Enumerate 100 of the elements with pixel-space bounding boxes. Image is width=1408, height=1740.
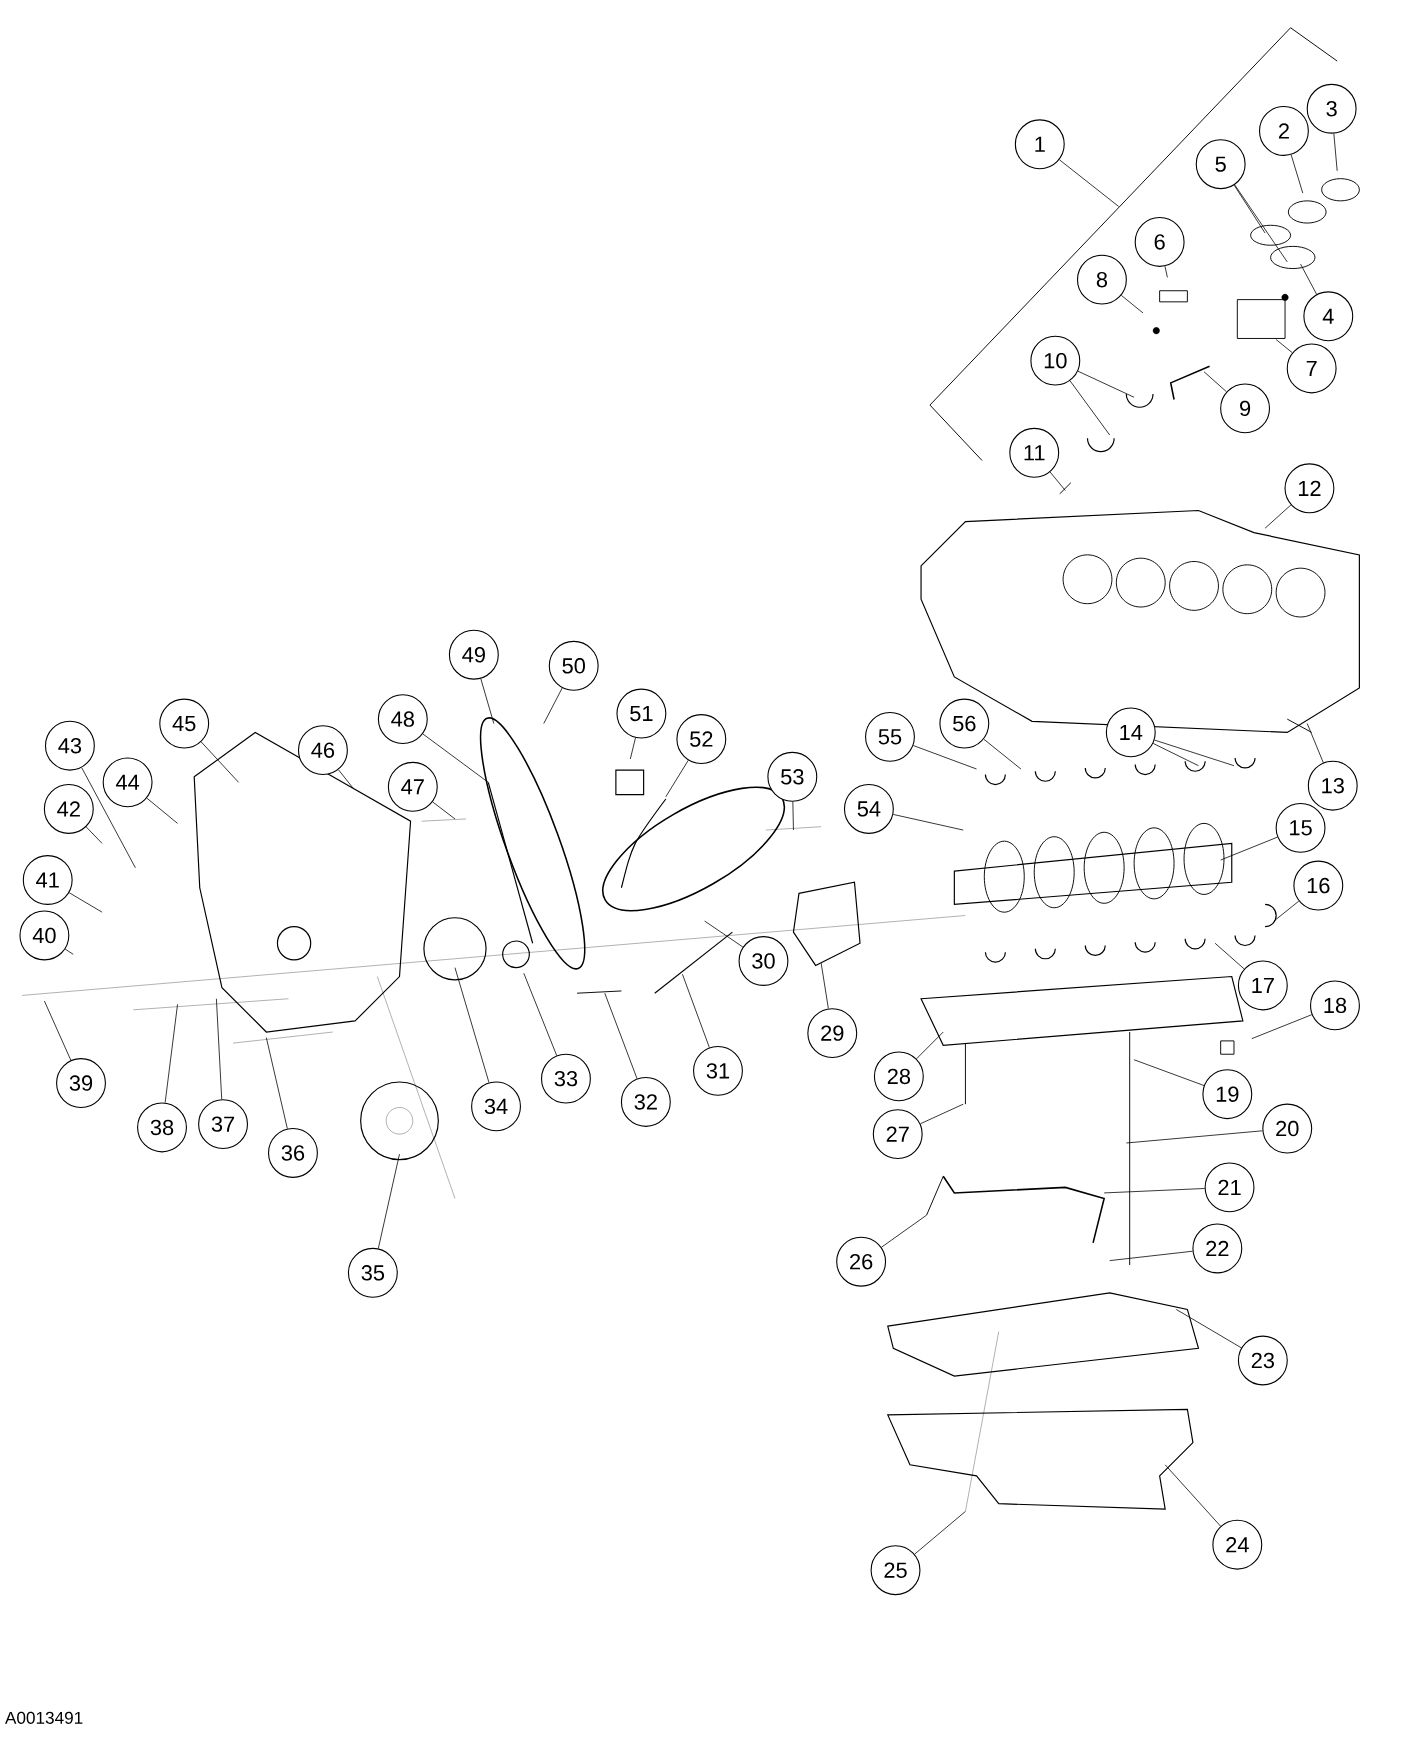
leader-line [1103, 1188, 1205, 1194]
leader-line [1049, 471, 1066, 491]
callout-number: 1 [1014, 119, 1065, 170]
leader-line [1125, 1130, 1263, 1144]
leader-line [146, 797, 178, 824]
callout-number: 48 [377, 694, 428, 745]
callout-number: 39 [55, 1058, 106, 1109]
leader-line [215, 998, 222, 1100]
callout-number: 16 [1293, 860, 1344, 911]
callout-number: 15 [1275, 802, 1326, 853]
callout-number: 23 [1237, 1335, 1288, 1386]
leader-line [1164, 265, 1168, 278]
leader-line [64, 948, 74, 955]
callout-number: 43 [44, 720, 95, 771]
callout-number: 20 [1262, 1103, 1313, 1154]
leader-line [665, 759, 689, 798]
callout-number: 40 [19, 910, 70, 961]
callout-number: 35 [347, 1247, 398, 1298]
leader-line [604, 992, 638, 1079]
callout-number: 55 [864, 711, 915, 762]
callout-number: 52 [676, 714, 727, 765]
callout-number: 22 [1192, 1223, 1243, 1274]
callout-number: 7 [1286, 343, 1337, 394]
callout-number: 54 [843, 784, 894, 834]
leader-line [682, 973, 710, 1048]
callout-number: 6 [1134, 216, 1185, 267]
leader-line [43, 1000, 72, 1061]
callout-number: 51 [616, 688, 667, 739]
callout-number: 14 [1105, 707, 1156, 758]
callout-number: 19 [1202, 1069, 1253, 1120]
leader-line [704, 920, 744, 948]
leader-line [820, 962, 829, 1009]
leader-line [1273, 900, 1300, 922]
callout-number: 28 [873, 1051, 924, 1102]
callout-number: 38 [136, 1102, 187, 1153]
leader-line [523, 972, 557, 1056]
leader-line [1154, 739, 1235, 767]
callout-number: 18 [1309, 980, 1360, 1031]
callout-number: 5 [1195, 139, 1246, 190]
callout-number: 25 [870, 1545, 921, 1596]
leader-line [1069, 380, 1110, 436]
leader-line [1109, 1250, 1193, 1261]
leader-line [629, 737, 636, 760]
leader-line [1290, 154, 1304, 194]
leader-line [200, 741, 239, 783]
leader-line [1120, 295, 1144, 314]
callout-number: 31 [692, 1045, 743, 1096]
leader-line [454, 967, 490, 1083]
leader-line [1233, 184, 1266, 234]
leader-line [1234, 184, 1288, 263]
callout-number: 9 [1220, 383, 1270, 434]
leader-line [85, 826, 103, 844]
callout-number: 32 [620, 1077, 671, 1127]
callout-number: 10 [1030, 335, 1081, 386]
leader-line [914, 1511, 966, 1555]
callout-number: 29 [807, 1008, 858, 1059]
leader-line [1333, 133, 1338, 172]
callout-number: 8 [1076, 254, 1127, 305]
callout-number: 2 [1258, 106, 1309, 156]
leader-line [81, 767, 136, 869]
leader-line [1300, 263, 1317, 295]
leader-line [892, 814, 964, 831]
leader-line [1275, 339, 1293, 354]
callout-number: 21 [1204, 1162, 1255, 1213]
callout-number: 47 [387, 761, 438, 812]
callout-number: 11 [1009, 427, 1060, 478]
leader-line [1058, 159, 1119, 207]
callout-number: 4 [1303, 291, 1354, 342]
callout-number: 13 [1307, 760, 1358, 811]
leader-line [1077, 370, 1135, 398]
leader-line [1164, 1464, 1221, 1527]
leader-line [164, 1003, 178, 1104]
leader-line [480, 678, 495, 724]
callout-number: 56 [939, 698, 990, 749]
leader-line [1220, 836, 1278, 861]
leader-line [983, 738, 1022, 770]
leader-line [1152, 743, 1199, 767]
callout-number: 26 [836, 1236, 886, 1287]
leader-line [543, 687, 563, 724]
callout-number: 42 [43, 784, 94, 834]
leader-line [919, 1103, 964, 1125]
leader-line [880, 1214, 927, 1248]
leader-line [265, 1037, 288, 1130]
callout-number: 36 [267, 1128, 318, 1178]
leader-line [1203, 371, 1227, 393]
callout-number: 45 [159, 698, 210, 749]
callout-number: 46 [297, 725, 348, 776]
callout-number: 33 [540, 1053, 591, 1104]
figure-id: A0013491 [4, 1711, 83, 1724]
callout-number: 17 [1237, 960, 1288, 1011]
leader-line [422, 733, 489, 783]
leader-line [1133, 1059, 1205, 1086]
leader-line [1306, 723, 1324, 763]
leader-line [337, 769, 354, 789]
leader-line [1175, 1309, 1242, 1349]
callout-number: 44 [102, 757, 153, 808]
leader-line [1251, 1014, 1313, 1040]
callout-number: 30 [738, 936, 789, 986]
leader-line [916, 1031, 944, 1060]
leader-line [68, 892, 103, 913]
